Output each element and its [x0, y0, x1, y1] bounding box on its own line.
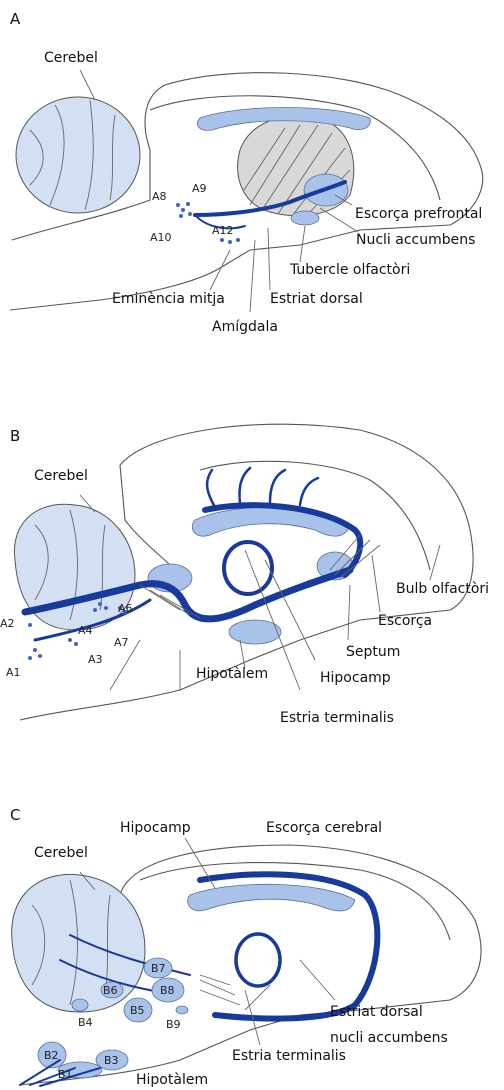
panel-c-cerebellum: [12, 874, 145, 1012]
nucleus-a10-label: A10: [150, 231, 172, 244]
panel-c-letter: C: [10, 806, 20, 824]
label-c-cerebral-cortex: Escorça cerebral: [266, 820, 382, 836]
label-c-cerebellum: Cerebel: [34, 845, 88, 861]
nucleus-a1-label: A1: [6, 666, 21, 679]
label-b-hypothalamus: Hipotàlem: [196, 666, 268, 682]
label-c-dorsal-striatum: Estriat dorsal: [330, 1004, 423, 1020]
panel-b-hippocampus-ring: [224, 542, 272, 594]
label-a-amygdala: Amígdala: [212, 319, 278, 335]
label-b-stria-terminalis: Estria terminalis: [280, 710, 394, 726]
label-a-cerebellum: Cerebel: [44, 50, 98, 66]
label-b-cerebellum: Cerebel: [34, 468, 88, 484]
panel-a-olfactory-region: [291, 211, 319, 225]
nucleus-b6-label: B6: [103, 984, 118, 997]
label-b-hippocampus: Hipocamp: [320, 670, 391, 686]
nucleus-b1-label: B1: [58, 1068, 73, 1081]
label-a-accumbens: Nucli accumbens: [356, 232, 475, 248]
nucleus-a8-label: A8: [152, 190, 167, 203]
label-b-olfactory-bulb: Bulb olfactòri: [396, 581, 489, 597]
panel-b-corpus-callosum: [192, 507, 350, 536]
nucleus-a7-label: A7: [114, 636, 129, 649]
label-c-stria-terminalis: Estria terminalis: [232, 1048, 346, 1064]
nucleus-b8-label: B8: [160, 984, 175, 997]
label-a-dorsal-striatum: Estriat dorsal: [270, 291, 363, 307]
nucleus-b3-label: B3: [104, 1054, 119, 1067]
panel-c-hippocampus-band: [188, 884, 355, 911]
nucleus-a4-label: A4: [78, 624, 93, 637]
label-b-cortex: Escorça: [378, 613, 432, 629]
label-c-hippocampus: Hipocamp: [120, 820, 191, 836]
nucleus-a3-label: A3: [88, 653, 103, 666]
nucleus-a9-label: A9: [192, 182, 207, 195]
nucleus-a6-label: A6: [118, 602, 133, 615]
panel-c-ring: [236, 934, 280, 986]
nucleus-a2-label: A2: [0, 617, 15, 630]
nucleus-b2-label: B2: [44, 1049, 59, 1062]
label-a-median-eminence: Eminència mitja: [112, 291, 225, 307]
nucleus-b9: [176, 1006, 188, 1014]
panel-a-cerebellum: [16, 97, 140, 213]
panel-a-nuclei-dots: [176, 202, 240, 244]
label-a-olfactory-tubercle: Tubercle olfactòri: [289, 262, 410, 278]
label-b-septum: Septum: [346, 644, 400, 660]
nucleus-b7-label: B7: [151, 962, 166, 975]
nucleus-b5-label: B5: [130, 1004, 145, 1017]
panel-a: A A8 A9 A10 A12: [10, 10, 483, 335]
nucleus-b9-label: B9: [166, 1018, 181, 1031]
panel-a-letter: A: [10, 10, 21, 28]
nucleus-b4-label: B4: [78, 1016, 93, 1029]
nucleus-b4: [72, 999, 88, 1011]
label-c-accumbens: nucli accumbens: [330, 1030, 448, 1046]
label-c-hypothalamus: Hipotàlem: [136, 1072, 208, 1088]
nucleus-a12-label: A12: [212, 224, 234, 237]
label-a-prefrontal: Escorça prefrontal: [355, 206, 482, 222]
panel-b: B A6 A4 A2 A7 A3: [0, 424, 489, 726]
panel-b-letter: B: [10, 427, 20, 445]
panel-c: C B7 B8 B6 B5 B4 B9: [10, 806, 481, 1088]
